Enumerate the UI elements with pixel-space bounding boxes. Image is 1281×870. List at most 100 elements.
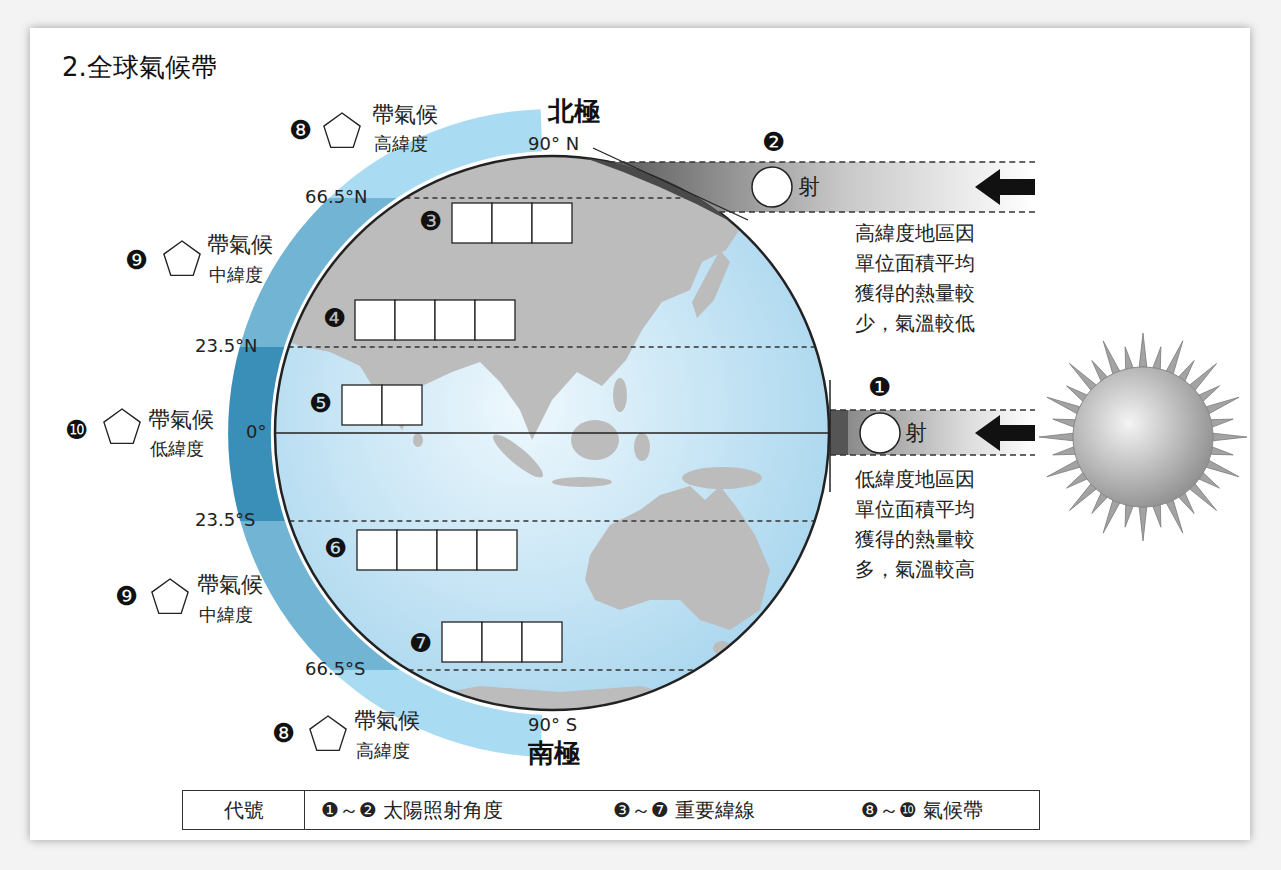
callout-number: ❶ — [868, 373, 891, 403]
sun-ray — [1153, 347, 1161, 369]
callout-number: ❼ — [409, 629, 432, 659]
sun-ray — [1211, 419, 1233, 427]
answer-box — [532, 203, 572, 243]
callout-number: ❽ — [272, 719, 295, 749]
sun-ray — [1070, 484, 1097, 511]
sun-ray — [1190, 484, 1217, 511]
ray-arrow — [975, 415, 1035, 451]
borneo — [571, 420, 619, 460]
sun-ray — [1153, 505, 1161, 527]
answer-pentagon — [104, 409, 140, 443]
globe-outline — [275, 156, 829, 710]
tangent-line — [593, 148, 748, 220]
answer-box — [492, 203, 532, 243]
zone-label: 帶氣候 — [148, 407, 214, 433]
sun-rays — [1039, 333, 1247, 541]
code-table: 代號❶～❷ 太陽照射角度❸～❼ 重要緯線❽～❿ 氣候帶 — [182, 790, 1040, 830]
new-zealand — [794, 589, 818, 619]
answer-box — [475, 300, 515, 340]
latitude-line — [405, 197, 698, 198]
answer-box — [395, 300, 435, 340]
answer-pentagon — [310, 716, 346, 750]
answer-pentagon — [152, 579, 188, 613]
ray-edge — [830, 454, 1035, 455]
answer-box — [482, 622, 522, 662]
zone-label: 帶氣候 — [197, 572, 263, 598]
zone-label: 中緯度 — [209, 264, 263, 286]
sun-ray — [1139, 507, 1147, 541]
sun-ray — [1211, 447, 1233, 455]
table-cell: ❶～❷ 太陽照射角度 — [305, 791, 597, 829]
heated-surface — [830, 410, 848, 455]
answer-box — [437, 530, 477, 570]
callout-number: ❸ — [419, 207, 442, 237]
land — [260, 145, 820, 760]
sun-disc — [1073, 367, 1213, 507]
sun-ray — [1103, 500, 1120, 533]
answer-box — [522, 622, 562, 662]
zone-label: 高緯度 — [356, 740, 410, 762]
ray-arrow — [975, 169, 1035, 205]
heated-surface — [585, 158, 731, 222]
answer-box — [477, 530, 517, 570]
answer-box — [442, 622, 482, 662]
answer-box — [357, 530, 397, 570]
java — [552, 477, 612, 487]
latitude-label: 90° S — [528, 714, 577, 736]
latitude-line — [409, 669, 696, 670]
new-zealand — [781, 616, 804, 645]
answer-pentagon — [324, 113, 360, 147]
zone-label: 低緯度 — [150, 438, 204, 460]
callout-number: ❺ — [309, 389, 332, 419]
japan — [692, 250, 730, 318]
answer-circle — [860, 413, 900, 453]
zone-label: 帶氣候 — [207, 232, 273, 258]
answer-pentagons — [104, 113, 360, 750]
sun-ray — [1125, 505, 1133, 527]
sun-ray — [1039, 433, 1073, 441]
sun-ray — [1125, 347, 1133, 369]
sun-ray — [1053, 419, 1075, 427]
sun-ray — [1070, 364, 1097, 391]
ray-label: 射 — [905, 420, 927, 446]
new-guinea — [682, 467, 762, 489]
globe — [260, 145, 829, 760]
table-cell: ❸～❼ 重要緯線 — [597, 791, 845, 829]
callout-number: ❻ — [324, 534, 347, 564]
ray-band — [848, 410, 1035, 455]
sun-ray — [1053, 447, 1075, 455]
note-text: 高緯度地區因單位面積平均獲得的熱量較少，氣溫較低 — [855, 218, 983, 338]
zone-label: 帶氣候 — [372, 102, 438, 128]
sun — [1039, 333, 1247, 541]
callout-number: ❿ — [65, 416, 88, 446]
sun-ray — [1213, 433, 1247, 441]
ray-edge — [830, 409, 1035, 410]
sun-ray — [1047, 460, 1080, 477]
sulawesi — [634, 433, 650, 461]
zone-label: 高緯度 — [374, 133, 428, 155]
callout-number: ❷ — [762, 128, 785, 158]
table-cell: ❽～❿ 氣候帶 — [845, 791, 1038, 829]
note-text: 低緯度地區因單位面積平均獲得的熱量較多，氣溫較高 — [855, 464, 983, 584]
ray-edge — [609, 161, 1035, 162]
sun-ray — [1103, 341, 1120, 374]
answer-box — [397, 530, 437, 570]
ray-edge — [719, 211, 1035, 212]
sun-ray — [1206, 397, 1239, 414]
zone-label: 中緯度 — [199, 604, 253, 626]
latitude-label: 23.5°N — [195, 335, 258, 357]
answer-pentagon — [164, 241, 200, 275]
oblique-ray — [585, 148, 1035, 222]
latitude-line — [289, 346, 816, 347]
answer-circle — [752, 167, 792, 207]
equator-line — [275, 432, 829, 434]
sun-ray — [1047, 397, 1080, 414]
answer-box — [452, 203, 492, 243]
latitude-line — [289, 520, 814, 521]
pole-label: 北極 — [548, 96, 600, 127]
answer-box — [382, 385, 422, 425]
title: 2.全球氣候帶 — [62, 52, 217, 83]
